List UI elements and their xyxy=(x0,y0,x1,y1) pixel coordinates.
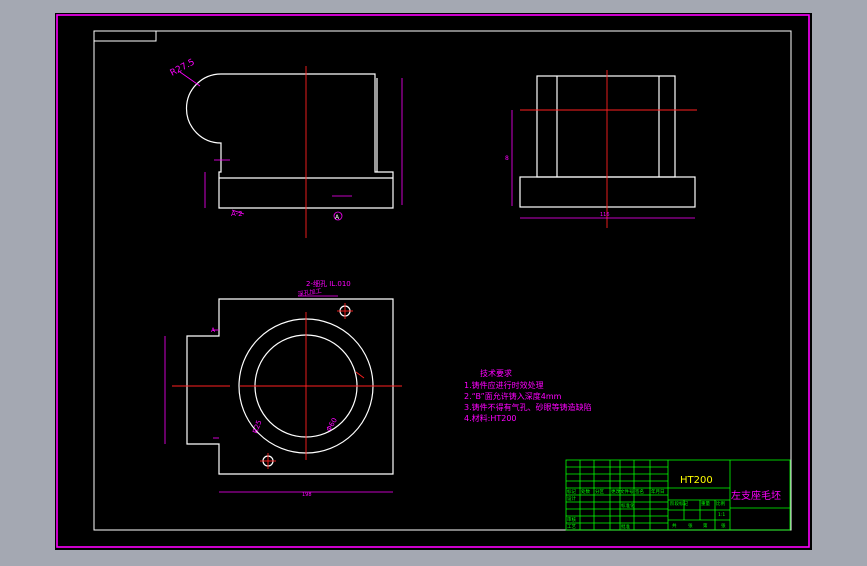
svg-text:设计: 设计 xyxy=(567,495,576,502)
tech-notes-title: 技术要求 xyxy=(480,368,512,378)
tech-note-3: 3.铸件不得有气孔、砂眼等铸造缺陷 xyxy=(464,402,592,412)
svg-text:标记: 标记 xyxy=(567,488,576,495)
side-width-label: 116 xyxy=(600,212,610,218)
side-view-dimensions xyxy=(511,110,695,219)
side-height-label: 8 xyxy=(505,155,509,162)
front-view-dimensions xyxy=(179,71,403,221)
drawing-sheet xyxy=(55,13,812,550)
tech-note-2: 2.“B”面允许铸入深度4mm xyxy=(464,391,562,401)
title-block-rows: 设计 标准化 审核 工艺 批准 xyxy=(567,495,635,530)
svg-text:标准化: 标准化 xyxy=(621,502,635,509)
svg-text:共: 共 xyxy=(672,522,677,529)
plan-hole-depth-label: 深孔加工 xyxy=(297,287,322,298)
svg-text:比例: 比例 xyxy=(716,500,725,507)
svg-text:第: 第 xyxy=(703,522,708,529)
svg-text:工艺: 工艺 xyxy=(567,524,576,530)
front-section-label: A-2 xyxy=(231,210,243,218)
corner-tag xyxy=(93,30,157,42)
title-block xyxy=(565,459,791,531)
svg-text:更改文件号: 更改文件号 xyxy=(611,488,634,495)
svg-text:重量: 重量 xyxy=(701,500,710,507)
tech-notes: 技术要求 1.铸件应进行时效处理 2.“B”面允许铸入深度4mm 3.铸件不得有… xyxy=(464,368,592,423)
front-arrow-label: A xyxy=(335,214,340,221)
side-view-base xyxy=(519,176,696,208)
plan-view-outline xyxy=(186,298,394,475)
svg-text:处数: 处数 xyxy=(581,488,590,495)
title-block-scale: 1:1 xyxy=(718,512,725,518)
title-block-sheet: 共 张 第 张 xyxy=(672,522,726,529)
plan-centerlines xyxy=(172,303,402,469)
side-view xyxy=(519,75,696,208)
svg-text:批准: 批准 xyxy=(621,523,630,530)
outer-border xyxy=(56,14,810,548)
tech-note-4: 4.材料:HT200 xyxy=(464,413,517,423)
plan-dimensions xyxy=(164,295,393,493)
plan-section-label: A xyxy=(211,327,216,334)
title-block-material: HT200 xyxy=(680,475,713,486)
plan-holes-label: 2-细孔 IL.010 xyxy=(306,279,351,288)
svg-text:签名: 签名 xyxy=(635,488,644,495)
svg-text:分区: 分区 xyxy=(595,488,604,495)
plan-width-label: 198 xyxy=(302,492,312,498)
inner-border xyxy=(93,30,792,531)
tech-note-1: 1.铸件应进行时效处理 xyxy=(464,380,544,390)
svg-text:张: 张 xyxy=(688,522,693,529)
svg-text:张: 张 xyxy=(721,522,726,529)
title-block-header: 标记 处数 分区 更改文件号 签名 年月日 xyxy=(567,488,665,495)
front-view-outline xyxy=(185,73,394,209)
side-view-centerlines xyxy=(520,70,697,228)
svg-text:年月日: 年月日 xyxy=(651,488,665,495)
title-block-part-name: 左支座毛坯 xyxy=(731,489,781,502)
svg-text:审核: 审核 xyxy=(567,516,576,523)
svg-text:阶段标记: 阶段标记 xyxy=(670,500,688,507)
title-block-stage: 阶段标记 重量 比例 1:1 xyxy=(670,500,725,518)
